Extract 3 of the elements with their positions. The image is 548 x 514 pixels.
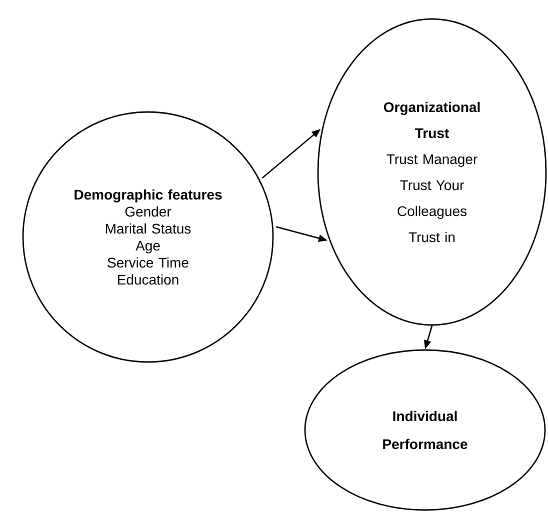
ellipse-node: Organizational Trust Trust Manager Trust Your Colleagues Trust in bbox=[317, 18, 547, 326]
ellipse-node: Demographic features Gender Marital Status Age Service Time Education bbox=[22, 111, 274, 363]
ellipse-node: Individual Performance bbox=[304, 349, 546, 511]
